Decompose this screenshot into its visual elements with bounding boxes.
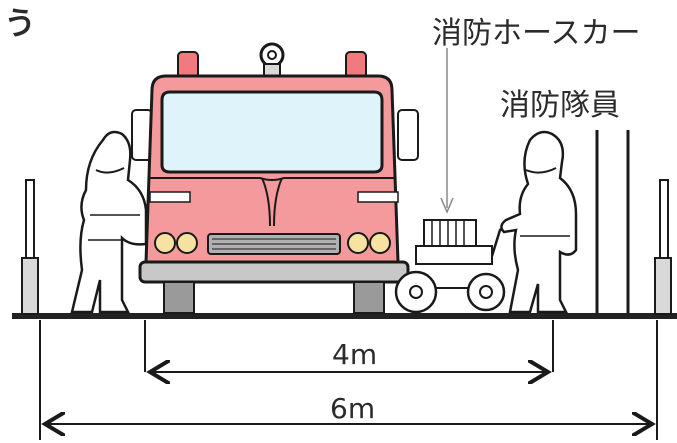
hose-cart-icon — [394, 219, 509, 314]
fire-truck-icon — [131, 42, 419, 314]
dimension-6m — [39, 320, 658, 440]
hose-cart-label: 消防ホースカー — [432, 16, 641, 51]
inner-width-label: 4m — [332, 338, 378, 371]
firefighter-left-icon — [70, 130, 148, 314]
dimension-4m — [144, 320, 554, 372]
hose-label-pointer — [440, 48, 454, 214]
outer-width-label: 6m — [330, 392, 376, 425]
firefighter-right-icon — [500, 130, 578, 314]
left-road-pole — [21, 179, 39, 315]
building-wall-lines — [595, 130, 630, 313]
corner-text-fragment: う — [4, 4, 37, 42]
firefighter-label: 消防隊員 — [500, 88, 620, 123]
right-road-pole — [654, 179, 672, 315]
ground-line — [12, 313, 677, 319]
